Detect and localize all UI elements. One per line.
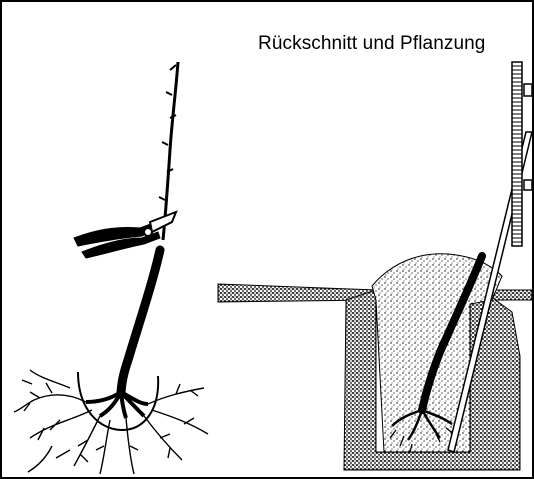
spreading-roots [14,370,208,474]
measuring-rod [512,62,532,246]
illustration-title: Rückschnitt und Pflanzung [258,33,485,55]
